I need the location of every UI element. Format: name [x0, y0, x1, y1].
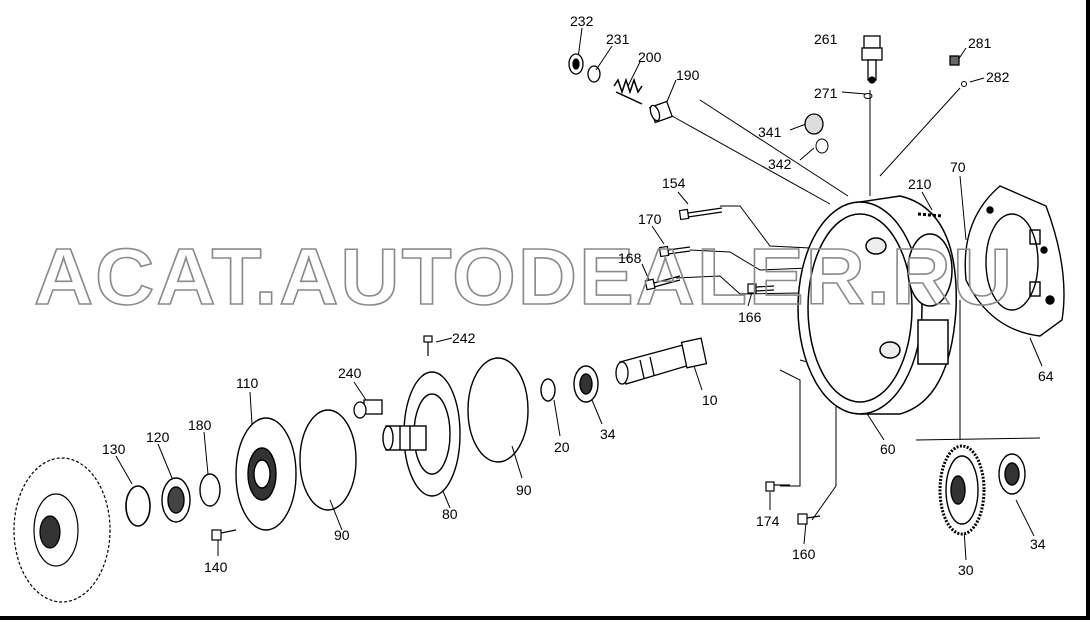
label-90-right: 90 — [516, 482, 532, 498]
bolt-160 — [797, 513, 821, 525]
label-90-left: 90 — [334, 527, 350, 543]
label-160: 160 — [792, 546, 816, 562]
bolt-166 — [747, 283, 775, 294]
o-ring-271 — [863, 93, 873, 99]
label-232: 232 — [570, 13, 594, 29]
washer-231 — [587, 65, 601, 83]
label-242: 242 — [452, 330, 476, 346]
bolt-242 — [423, 335, 433, 356]
snap-ring-20 — [540, 378, 556, 402]
label-120: 120 — [146, 429, 170, 445]
label-170: 170 — [638, 211, 662, 227]
label-10: 10 — [702, 392, 718, 408]
label-140: 140 — [204, 559, 228, 575]
label-60: 60 — [880, 441, 896, 457]
label-190: 190 — [676, 67, 700, 83]
frame-border-bottom — [0, 616, 1090, 620]
ring-130 — [125, 485, 151, 527]
plate-110 — [235, 417, 297, 531]
o-ring-90-right — [467, 357, 529, 463]
pump-80 — [382, 371, 461, 497]
label-261: 261 — [814, 31, 838, 47]
bearing-34-lower — [998, 453, 1026, 495]
label-34-upper: 34 — [600, 426, 616, 442]
bolt-174 — [765, 481, 790, 492]
label-281: 281 — [968, 35, 992, 51]
bearing-120 — [161, 477, 191, 523]
label-282: 282 — [986, 69, 1010, 85]
label-70: 70 — [950, 159, 966, 175]
label-168: 168 — [618, 250, 642, 266]
label-341: 341 — [758, 124, 782, 140]
label-271: 271 — [814, 85, 838, 101]
ring-282 — [961, 81, 967, 87]
ring-342 — [815, 138, 829, 154]
ring-180 — [199, 473, 221, 507]
label-342: 342 — [768, 156, 792, 172]
label-210: 210 — [908, 176, 932, 192]
bolt-168 — [644, 275, 681, 291]
label-240: 240 — [338, 365, 362, 381]
shaft-10 — [615, 337, 708, 385]
bolt-140 — [211, 529, 237, 541]
label-130: 130 — [102, 441, 126, 457]
watermark-text: ACAT.AUTODEALER.RU — [34, 232, 1014, 321]
housing-60 — [797, 195, 957, 415]
cap-341 — [804, 113, 824, 135]
sensor-261 — [861, 35, 883, 84]
part-labels: 232 231 200 190 261 281 282 271 341 342 … — [102, 13, 1054, 578]
frame-border-right — [1086, 0, 1090, 620]
label-80: 80 — [442, 506, 458, 522]
dowel-210 — [917, 212, 943, 218]
plug-190 — [648, 100, 674, 124]
nut-232 — [568, 53, 584, 75]
leader-lines — [115, 27, 1043, 561]
label-64: 64 — [1038, 368, 1054, 384]
bolt-170 — [658, 245, 691, 258]
torque-converter — [13, 457, 111, 603]
bearing-34-upper — [573, 365, 599, 403]
label-34-lower: 34 — [1030, 536, 1046, 552]
bolt-154 — [678, 207, 723, 221]
o-ring-90-left — [299, 409, 357, 511]
valve-240 — [353, 399, 383, 419]
gear-30 — [938, 444, 986, 536]
label-154: 154 — [662, 175, 686, 191]
label-30: 30 — [958, 562, 974, 578]
gasket-64 — [964, 185, 1065, 337]
label-180: 180 — [188, 417, 212, 433]
label-200: 200 — [638, 49, 662, 65]
label-231: 231 — [606, 31, 630, 47]
label-110: 110 — [236, 375, 259, 391]
nut-281 — [949, 55, 960, 66]
label-174: 174 — [756, 513, 780, 529]
spring-200 — [613, 77, 643, 105]
label-20: 20 — [554, 439, 570, 455]
label-166: 166 — [738, 309, 762, 325]
